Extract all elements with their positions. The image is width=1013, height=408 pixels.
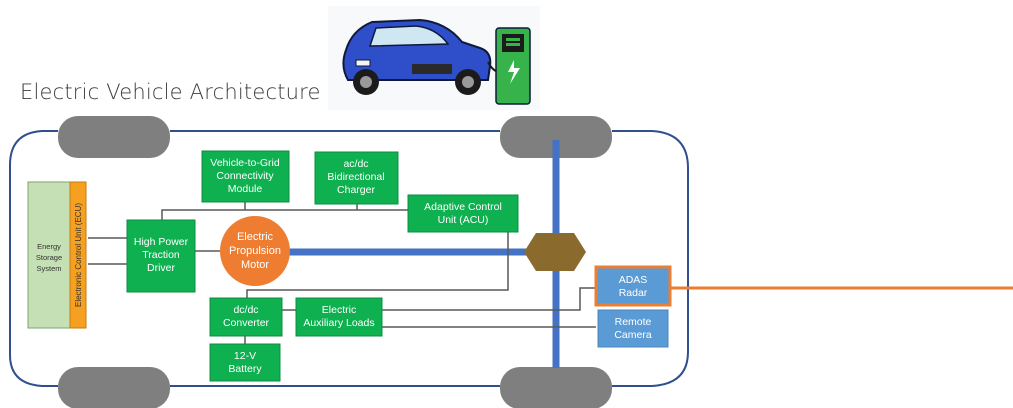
aux-loads-label-1: Electric: [322, 304, 356, 316]
charging-station-icon: [495, 27, 531, 105]
wheels: [58, 116, 612, 408]
wheel-rear-left: [58, 367, 170, 408]
battery-12v-block: 12-V Battery: [209, 343, 281, 382]
diagram-title: Electric Vehicle Architecture: [20, 80, 321, 104]
ess-label-2: Storage: [36, 253, 62, 262]
car-body-outline: [9, 130, 689, 387]
charger-label-1: ac/dc: [343, 158, 368, 170]
dcdc-label-1: dc/dc: [233, 304, 258, 316]
charger-label-2: Bidirectional: [327, 171, 384, 183]
v2g-label-3: Module: [228, 183, 263, 195]
acu-label-1: Adaptive Control: [424, 201, 502, 213]
traction-driver-block: High Power Traction Driver: [126, 219, 196, 293]
ecu-label: Electronic Control Unit (ECU): [74, 203, 83, 307]
wheel-rear-right: [500, 367, 612, 408]
energy-storage-system: Energy Storage System: [27, 181, 71, 329]
motor-label-2: Propulsion: [229, 245, 281, 257]
adas-label-2: Radar: [619, 287, 648, 299]
acu-label-2: Unit (ACU): [438, 214, 489, 226]
charger-label-3: Charger: [337, 184, 375, 196]
car-illustration: [328, 6, 540, 110]
car-icon: [342, 18, 492, 95]
camera-label-1: Remote: [615, 316, 652, 328]
wiring: [88, 202, 596, 344]
traction-driver-label-1: High Power: [134, 236, 189, 248]
adas-radar-block: ADAS Radar: [594, 265, 1013, 307]
battery-label-1: 12-V: [234, 350, 256, 362]
aux-loads-label-2: Auxiliary Loads: [303, 317, 374, 329]
battery-label-2: Battery: [228, 363, 262, 375]
motor-label-1: Electric: [237, 231, 274, 243]
dcdc-label-2: Converter: [223, 317, 270, 329]
electronic-control-unit: Electronic Control Unit (ECU): [69, 181, 87, 329]
ess-label-1: Energy: [37, 242, 61, 251]
v2g-label-1: Vehicle-to-Grid: [210, 157, 280, 169]
v2g-label-2: Connectivity: [216, 170, 274, 182]
aux-loads-block: Electric Auxiliary Loads: [295, 297, 383, 337]
v2g-module-block: Vehicle-to-Grid Connectivity Module: [201, 150, 290, 203]
motor-label-3: Motor: [241, 259, 269, 271]
electric-propulsion-motor: Electric Propulsion Motor: [220, 216, 290, 286]
traction-driver-label-3: Driver: [147, 262, 176, 274]
wheel-front-right: [500, 116, 612, 158]
camera-label-2: Camera: [614, 329, 652, 341]
dcdc-converter-block: dc/dc Converter: [209, 297, 283, 337]
wheel-front-left: [58, 116, 170, 158]
traction-driver-label-2: Traction: [142, 249, 180, 261]
charger-block: ac/dc Bidirectional Charger: [314, 151, 399, 205]
acu-block: Adaptive Control Unit (ACU): [407, 194, 519, 233]
ess-label-3: System: [36, 264, 61, 273]
adas-label-1: ADAS: [619, 274, 648, 286]
remote-camera-block: Remote Camera: [597, 309, 669, 348]
differential-hub: [524, 233, 586, 271]
